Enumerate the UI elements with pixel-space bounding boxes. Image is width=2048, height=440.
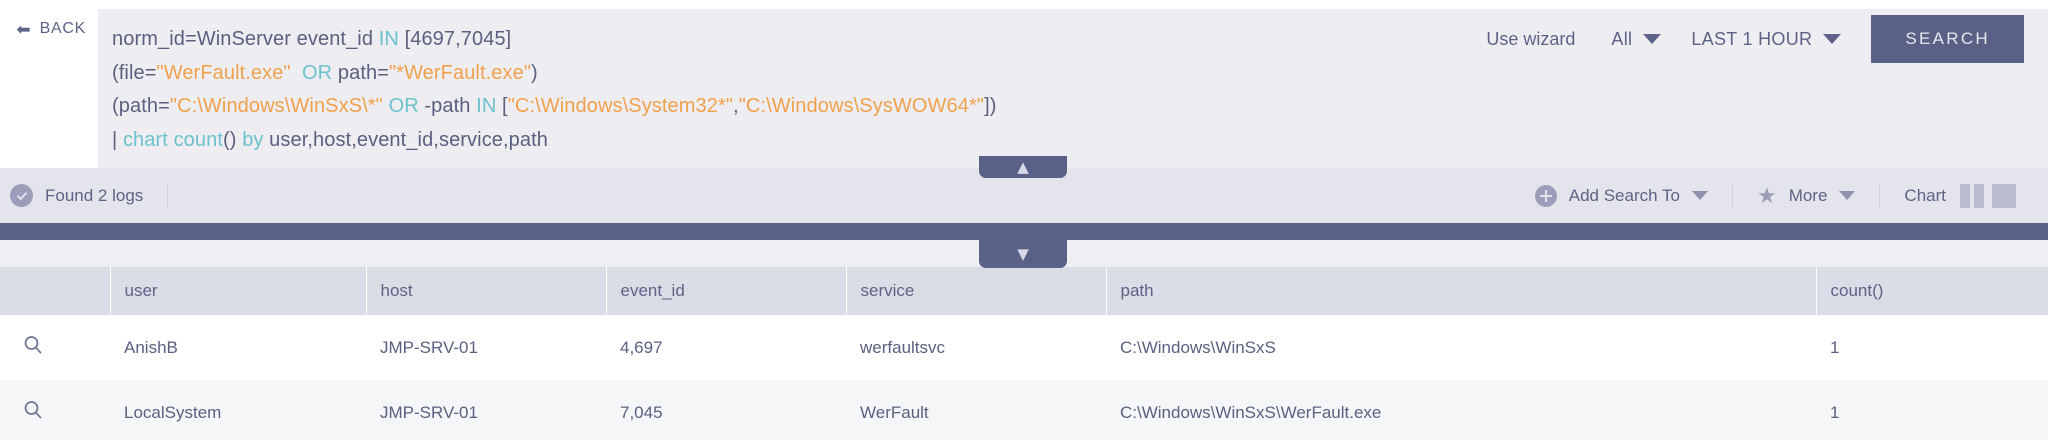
- cell-user: AnishB: [110, 315, 366, 380]
- query-token: user,host,event_id,service,path: [263, 128, 548, 151]
- column-header-count[interactable]: count(): [1816, 267, 2048, 315]
- back-button[interactable]: ⬅ BACK: [0, 0, 98, 38]
- cell-event-id: 4,697: [606, 315, 846, 380]
- query-token: "C:\Windows\SysWOW64*": [738, 95, 985, 117]
- more-label: More: [1788, 185, 1828, 205]
- query-token: (path=: [112, 95, 170, 117]
- query-token: [291, 62, 302, 84]
- cell-service: werfaultsvc: [846, 315, 1106, 380]
- search-button[interactable]: SEARCH: [1871, 15, 2024, 63]
- column-header-user[interactable]: user: [110, 267, 367, 315]
- more-button[interactable]: ★ More: [1756, 182, 1856, 208]
- found-status-label: Found 2 logs: [45, 185, 144, 205]
- back-button-label: BACK: [39, 20, 86, 37]
- query-token: (file=: [112, 61, 157, 84]
- query-token: "C:\Windows\WinSxS\*": [169, 95, 383, 117]
- query-token: [: [496, 95, 508, 117]
- query-token: path=: [332, 61, 389, 84]
- chart-strip: ▼️: [0, 240, 2048, 268]
- query-token: ]): [984, 95, 997, 117]
- cell-count: 1: [1816, 380, 2048, 440]
- grid-view-icon[interactable]: [1992, 183, 2016, 208]
- column-header-host[interactable]: host: [366, 267, 607, 315]
- column-header-service[interactable]: service: [846, 267, 1107, 315]
- query-token: -path: [418, 95, 477, 117]
- cell-user: LocalSystem: [110, 380, 366, 440]
- query-line: | chart count() by user,host,event_id,se…: [112, 124, 1486, 158]
- add-search-to-label: Add Search To: [1568, 185, 1680, 205]
- search-topbar: ⬅ BACK norm_id=WinServer event_id IN [46…: [0, 0, 2048, 178]
- query-token: norm_id=WinServer event_id: [112, 28, 379, 50]
- check-circle-icon: [10, 184, 33, 207]
- magnifier-icon[interactable]: [22, 399, 44, 421]
- query-token: IN: [378, 28, 399, 50]
- column-header-path[interactable]: path: [1106, 267, 1817, 315]
- toolbar-divider: [1879, 183, 1881, 208]
- query-token: chart count: [122, 128, 223, 151]
- query-input[interactable]: norm_id=WinServer event_id IN [4697,7045…: [98, 9, 1486, 171]
- cell-path: C:\Windows\WinSxS\WerFault.exe: [1106, 380, 1816, 440]
- cell-count: 1: [1816, 315, 2048, 380]
- column-header-icon[interactable]: [0, 267, 111, 315]
- double-chevron-down-icon: ▼️: [1017, 244, 1029, 263]
- time-range-selector[interactable]: LAST 1 HOUR: [1691, 28, 1842, 50]
- query-token: OR: [302, 61, 333, 84]
- expand-chart-button[interactable]: ▼️: [979, 240, 1067, 268]
- query-token: ): [531, 61, 538, 84]
- add-search-to-button[interactable]: Add Search To: [1534, 184, 1708, 207]
- query-token: OR: [388, 95, 419, 117]
- scope-selector[interactable]: All: [1611, 28, 1662, 50]
- cell-service: WerFault: [846, 380, 1106, 440]
- cell-path: C:\Windows\WinSxS: [1106, 315, 1816, 380]
- table-header-row: user host event_id service path count(): [0, 267, 2048, 315]
- query-token: "C:\Windows\System32*": [507, 95, 734, 117]
- cell-host: JMP-SRV-01: [366, 380, 606, 440]
- row-inspect-cell[interactable]: [0, 315, 110, 380]
- found-status: Found 2 logs: [10, 184, 143, 207]
- query-token: |: [112, 128, 123, 151]
- query-line: (file="WerFault.exe" OR path="*WerFault.…: [112, 57, 1486, 91]
- table-row[interactable]: LocalSystem JMP-SRV-01 7,045 WerFault C:…: [0, 380, 2048, 440]
- query-token: IN: [476, 95, 497, 117]
- query-token: [4697,7045]: [398, 28, 512, 50]
- chevron-down-icon: [1823, 34, 1842, 44]
- query-token: (): [223, 128, 243, 151]
- chart-accent-bar: [0, 223, 2048, 240]
- toolbar-divider: [167, 183, 169, 208]
- time-range-selector-label: LAST 1 HOUR: [1691, 28, 1813, 49]
- results-table: user host event_id service path count() …: [0, 267, 2048, 440]
- double-chevron-up-icon: ▲️: [1017, 157, 1029, 176]
- query-token: "WerFault.exe": [156, 61, 291, 84]
- column-header-event-id[interactable]: event_id: [606, 267, 847, 315]
- use-wizard-link[interactable]: Use wizard: [1486, 28, 1576, 49]
- collapse-query-button[interactable]: ▲️: [979, 156, 1067, 178]
- scope-selector-label: All: [1611, 28, 1633, 49]
- query-editor-panel[interactable]: norm_id=WinServer event_id IN [4697,7045…: [98, 9, 2048, 171]
- plus-circle-icon: [1534, 184, 1557, 207]
- query-token: "*WerFault.exe": [388, 61, 532, 84]
- search-controls: Use wizard All LAST 1 HOUR SEARCH: [1486, 9, 2048, 63]
- chevron-down-icon: [1839, 191, 1856, 200]
- results-table-head: user host event_id service path count(): [0, 267, 2048, 315]
- table-row[interactable]: AnishB JMP-SRV-01 4,697 werfaultsvc C:\W…: [0, 315, 2048, 380]
- star-icon: ★: [1756, 182, 1777, 208]
- query-token: by: [242, 128, 264, 151]
- results-toolbar: Found 2 logs Add Search To ★ More Chart: [0, 168, 2048, 223]
- results-table-body: AnishB JMP-SRV-01 4,697 werfaultsvc C:\W…: [0, 315, 2048, 440]
- chevron-down-icon: [1643, 34, 1662, 44]
- query-token: ,: [733, 95, 739, 117]
- arrow-left-icon: ⬅: [16, 19, 31, 39]
- magnifier-icon[interactable]: [22, 334, 44, 356]
- chevron-down-icon: [1691, 191, 1708, 200]
- chart-label: Chart: [1904, 185, 1946, 205]
- toolbar-divider: [1731, 183, 1733, 208]
- cell-event-id: 7,045: [606, 380, 846, 440]
- cell-host: JMP-SRV-01: [366, 315, 606, 380]
- query-line: norm_id=WinServer event_id IN [4697,7045…: [112, 23, 1486, 57]
- bar-view-icon[interactable]: [1960, 183, 1984, 208]
- query-line: (path="C:\Windows\WinSxS\*" OR -path IN …: [112, 90, 1486, 124]
- row-inspect-cell[interactable]: [0, 380, 110, 440]
